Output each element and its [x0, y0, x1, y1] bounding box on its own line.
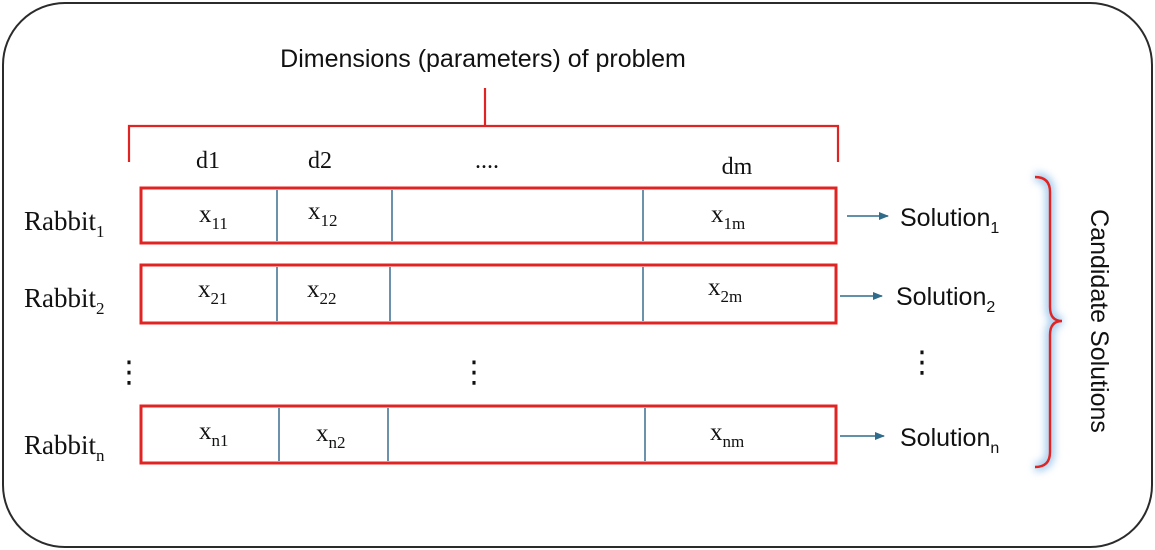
dimensions-bracket	[127, 88, 840, 162]
vector-cell: xn1	[199, 418, 229, 450]
solution-label: Solution2	[896, 283, 995, 316]
vector-cell: x22	[307, 276, 337, 308]
rabbit-row-1: Rabbit1 x11 x12 x1m Solution1	[24, 186, 999, 245]
dimension-label: d2	[308, 148, 332, 174]
vector-cell: x1m	[711, 201, 745, 233]
solution-label: Solutionn	[900, 424, 999, 457]
dimension-labels: d1 d2 .... dm	[196, 148, 753, 180]
solution-vector-box	[139, 404, 838, 465]
vector-cell: xn2	[316, 420, 346, 452]
vector-cell: xnm	[710, 419, 744, 451]
vector-cell: x2m	[708, 274, 742, 306]
vector-cell: x11	[199, 201, 228, 233]
dimension-label: dm	[722, 154, 753, 180]
vector-cell: x12	[308, 198, 338, 230]
rabbit-label: Rabbit1	[24, 206, 105, 241]
rabbit-label: Rabbitn	[24, 430, 105, 465]
solution-vector-box	[139, 186, 838, 245]
solution-label: Solution1	[900, 204, 999, 237]
dimension-label: d1	[196, 148, 220, 174]
ellipsis-icon: ⋮	[114, 356, 144, 389]
rabbit-label: Rabbit2	[24, 283, 105, 318]
rabbit-row-n: Rabbitn xn1 xn2 xnm Solutionn	[24, 404, 999, 465]
rabbit-row-2: Rabbit2 x21 x22 x2m Solution2	[24, 263, 995, 325]
ellipsis-icon: ⋮	[459, 356, 489, 389]
vector-cell: x21	[198, 276, 228, 308]
solution-vector-box	[139, 263, 838, 325]
dimension-label: ....	[475, 148, 499, 174]
candidate-solutions-bracket	[1034, 172, 1063, 472]
ellipsis-icon: ⋮	[907, 346, 937, 379]
dimensions-title: Dimensions (parameters) of problem	[280, 45, 686, 73]
candidate-solutions-label: Candidate Solutions	[1085, 209, 1113, 433]
